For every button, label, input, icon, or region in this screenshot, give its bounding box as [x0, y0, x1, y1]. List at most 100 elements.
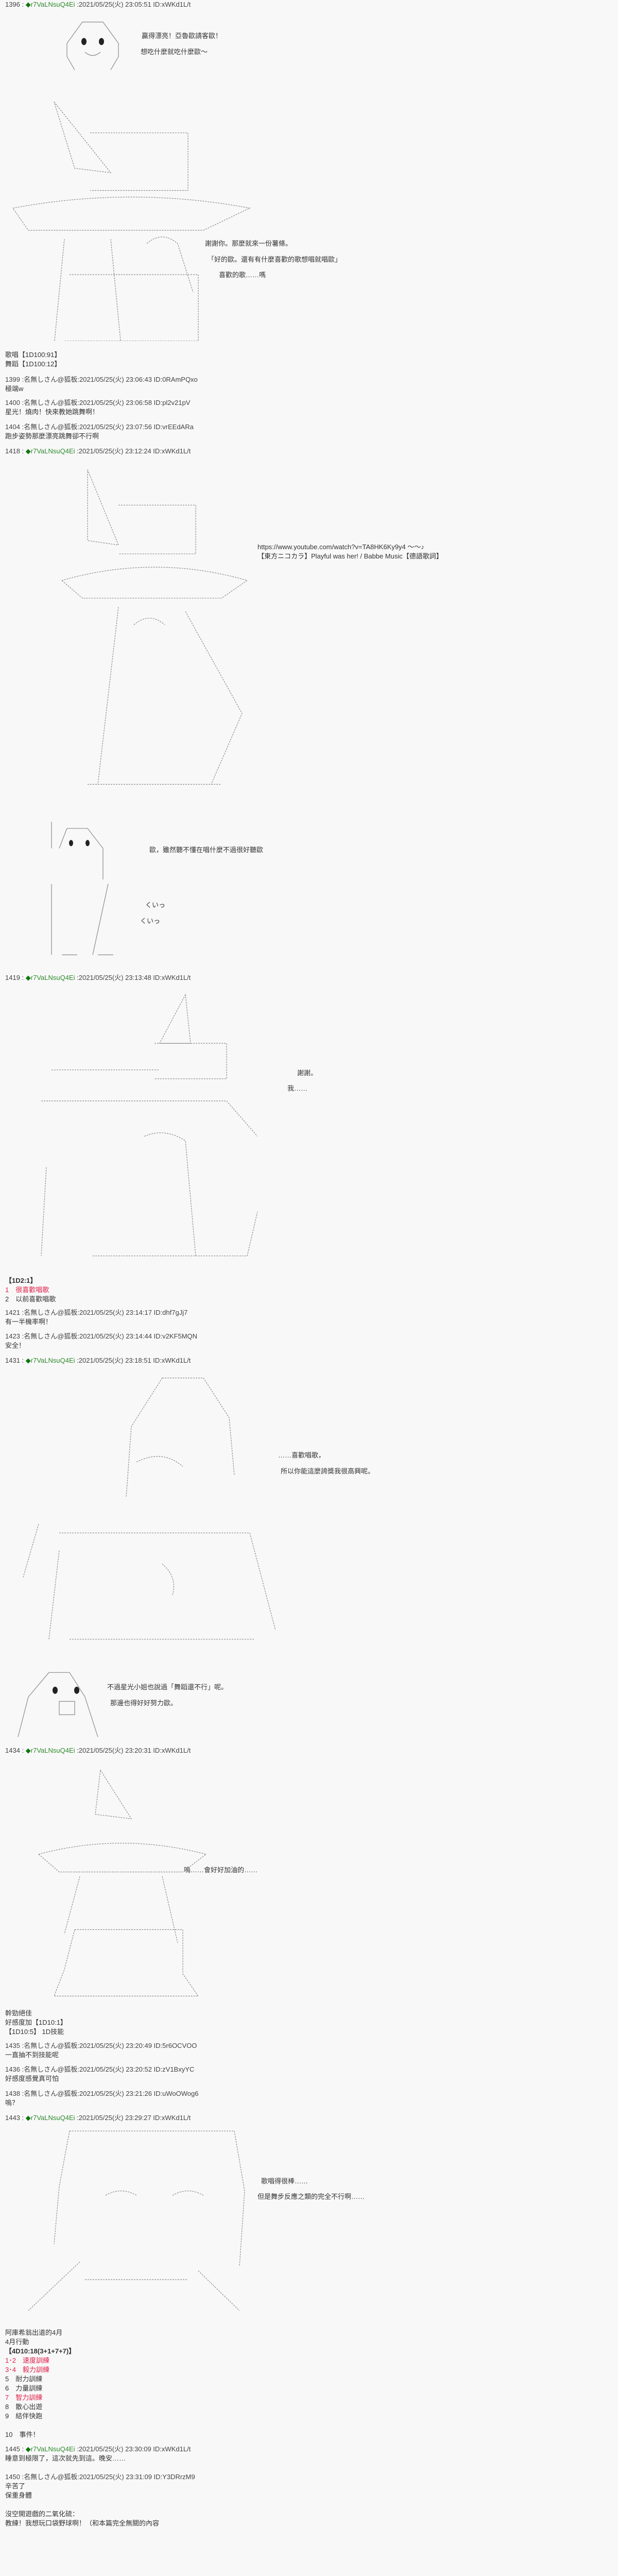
post-number[interactable]: 1450 [5, 2473, 20, 2481]
post-number[interactable]: 1400 [5, 399, 20, 406]
dialogue-line: 謝謝。 [297, 1069, 318, 1077]
dialogue-line: 「好的歐。還有有什麼喜歡的歌想唱就唱歐」 [208, 256, 342, 263]
poster-id[interactable]: xWKd1L/t [161, 447, 191, 455]
poster-id[interactable]: zV1BxyYC [162, 2065, 195, 2073]
dialogue-line: 想吃什麼就吃什麼歐～ [141, 48, 208, 56]
poster-name: 名無しさん@狐板 [24, 2065, 78, 2073]
post-body: 辛苦了 [5, 2482, 26, 2490]
poster-trip: r7VaLNsuQ4Ei [30, 974, 75, 981]
post-body: 星光！燒肉！快來教她跳舞啊！ [5, 408, 99, 416]
post-datetime: 2021/05/25(火) 23:14:17 [79, 1309, 152, 1316]
poster-id[interactable]: pl2v21pV [162, 399, 191, 406]
post-number[interactable]: 1423 [5, 1332, 20, 1340]
poster-id[interactable]: v2KF5MQN [162, 1332, 198, 1340]
mascot-dancing-art [31, 822, 134, 959]
post-datetime: 2021/05/25(火) 23:31:09 [79, 2473, 152, 2481]
post-body: 極端w [5, 385, 24, 393]
poster-trip: r7VaLNsuQ4Ei [30, 1357, 75, 1364]
post-header: 1419 : ◆r7VaLNsuQ4Ei :2021/05/25(火) 23:1… [5, 974, 191, 981]
trip-diamond-icon: ◆ [25, 2114, 31, 2122]
post-header: 1431 : ◆r7VaLNsuQ4Ei :2021/05/25(火) 23:1… [5, 1357, 191, 1364]
poster-name: 名無しさん@狐板 [24, 423, 78, 431]
dialogue-line: 但是舞步反應之類的完全不行啊…… [258, 2193, 365, 2200]
sound-effect: くいっ [145, 901, 166, 909]
choice: 2 以前喜歡唱歌 [5, 1295, 56, 1303]
mascot-face-art [54, 21, 136, 72]
poster-trip: r7VaLNsuQ4Ei [30, 447, 75, 455]
post-header: 1436 :名無しさん@狐板:2021/05/25(火) 23:20:52 ID… [5, 2065, 195, 2073]
post-body: 好感度感覺真可怕 [5, 2075, 59, 2082]
post-number[interactable]: 1399 [5, 376, 20, 383]
poster-id[interactable]: xWKd1L/t [161, 2114, 191, 2122]
post-number[interactable]: 1445 [5, 2445, 20, 2453]
post-header: 1434 : ◆r7VaLNsuQ4Ei :2021/05/25(火) 23:2… [5, 1747, 191, 1754]
poster-name: 名無しさん@狐板 [24, 2042, 78, 2049]
post-body: 有一半機率啊！ [5, 1318, 53, 1326]
trip-diamond-icon: ◆ [25, 1357, 31, 1364]
post-number[interactable]: 1436 [5, 2065, 20, 2073]
poster-id[interactable]: dhf7gJj7 [162, 1309, 188, 1316]
choice-selected: 7 智力訓練 [5, 2394, 43, 2401]
post-header: 1418 : ◆r7VaLNsuQ4Ei :2021/05/25(火) 23:1… [5, 447, 191, 455]
trip-diamond-icon: ◆ [25, 1, 31, 8]
post-number[interactable]: 1418 [5, 447, 20, 455]
dice-result: 【4D10:18(3+1+7+7)】 [5, 2347, 76, 2355]
song-title: 【東方ニコカラ】Playful was her! / Babbe Music【德… [258, 552, 443, 560]
post-datetime: 2021/05/25(火) 23:12:24 [78, 447, 151, 455]
post-number[interactable]: 1434 [5, 1747, 20, 1754]
choice-selected: 1･2 速度訓練 [5, 2357, 49, 2364]
post-datetime: 2021/05/25(火) 23:05:51 [78, 1, 151, 8]
post-header: 1445 : ◆r7VaLNsuQ4Ei :2021/05/25(火) 23:3… [5, 2445, 191, 2453]
post-datetime: 2021/05/25(火) 23:07:56 [79, 423, 152, 431]
choice: 5 耐力訓練 [5, 2375, 43, 2383]
post-number[interactable]: 1438 [5, 2090, 20, 2097]
poster-id[interactable]: Y3DRrzM9 [162, 2473, 195, 2481]
dialogue-line: 喜歡的歌……嗎 [219, 271, 266, 279]
post-header: 1423 :名無しさん@狐板:2021/05/25(火) 23:14:44 ID… [5, 1332, 198, 1340]
post-number[interactable]: 1443 [5, 2114, 20, 2122]
sound-effect: くいっ [140, 917, 161, 925]
poster-id[interactable]: xWKd1L/t [161, 974, 191, 981]
dice-result: 【1D10:5】 1D技能 [5, 2028, 64, 2036]
post-number[interactable]: 1431 [5, 1357, 20, 1364]
poster-id[interactable]: xWKd1L/t [161, 1747, 191, 1754]
post-number[interactable]: 1435 [5, 2042, 20, 2049]
trip-diamond-icon: ◆ [25, 2445, 31, 2453]
post-number[interactable]: 1396 [5, 1, 20, 8]
post-body: 一直抽不到技能呢 [5, 2051, 59, 2059]
witch-character-art [57, 465, 252, 789]
poster-id[interactable]: vrEEdARa [162, 423, 194, 431]
dialogue-line: 我…… [287, 1084, 308, 1092]
post-header: 1400 :名無しさん@狐板:2021/05/25(火) 23:06:58 ID… [5, 399, 191, 406]
youtube-link[interactable]: https://www.youtube.com/watch?v=TA8HK6Ky… [258, 543, 424, 551]
dialogue-line: 歌唱得很棒…… [261, 2177, 308, 2185]
poster-trip: r7VaLNsuQ4Ei [30, 1, 75, 8]
witch-character-art [8, 97, 255, 341]
poster-id[interactable]: 0RAmPQxo [162, 376, 198, 383]
trip-diamond-icon: ◆ [25, 974, 31, 981]
post-datetime: 2021/05/25(火) 23:30:09 [78, 2445, 151, 2453]
post-header: 1450 :名無しさん@狐板:2021/05/25(火) 23:31:09 ID… [5, 2473, 195, 2481]
post-body: 睡意到極限了，這次就先到這。晚安…… [5, 2454, 126, 2462]
choice: 8 散心出遊 [5, 2403, 43, 2411]
poster-id[interactable]: xWKd1L/t [161, 1, 191, 8]
post-datetime: 2021/05/25(火) 23:20:52 [79, 2065, 152, 2073]
dialogue-line: 嗚……會好好加油的…… [184, 1866, 258, 1874]
post-number[interactable]: 1421 [5, 1309, 20, 1316]
post-header: 1404 :名無しさん@狐板:2021/05/25(火) 23:07:56 ID… [5, 423, 194, 431]
poster-id[interactable]: 5r6OCVOO [162, 2042, 197, 2049]
post-header: 1443 : ◆r7VaLNsuQ4Ei :2021/05/25(火) 23:2… [5, 2114, 191, 2122]
dialogue-line: 歐，雖然聽不懂在唱什麼不過很好聽歐 [149, 846, 264, 854]
post-body: 保重身體 [5, 2492, 32, 2499]
post-number[interactable]: 1419 [5, 974, 20, 981]
poster-id[interactable]: xWKd1L/t [161, 2445, 191, 2453]
witch-character-art [28, 1766, 209, 2001]
poster-id[interactable]: xWKd1L/t [161, 1357, 191, 1364]
choice: 10 事件！ [5, 2431, 40, 2438]
poster-id[interactable]: uWoOWog6 [162, 2090, 199, 2097]
post-number[interactable]: 1404 [5, 423, 20, 431]
choice: 9 結伴快跑 [5, 2412, 43, 2420]
post-body: 跑步姿勢那麼漂亮跳舞卻不行啊 [5, 432, 99, 440]
poster-name: 名無しさん@狐板 [24, 2473, 78, 2481]
mascot-face-art [8, 1670, 111, 1741]
